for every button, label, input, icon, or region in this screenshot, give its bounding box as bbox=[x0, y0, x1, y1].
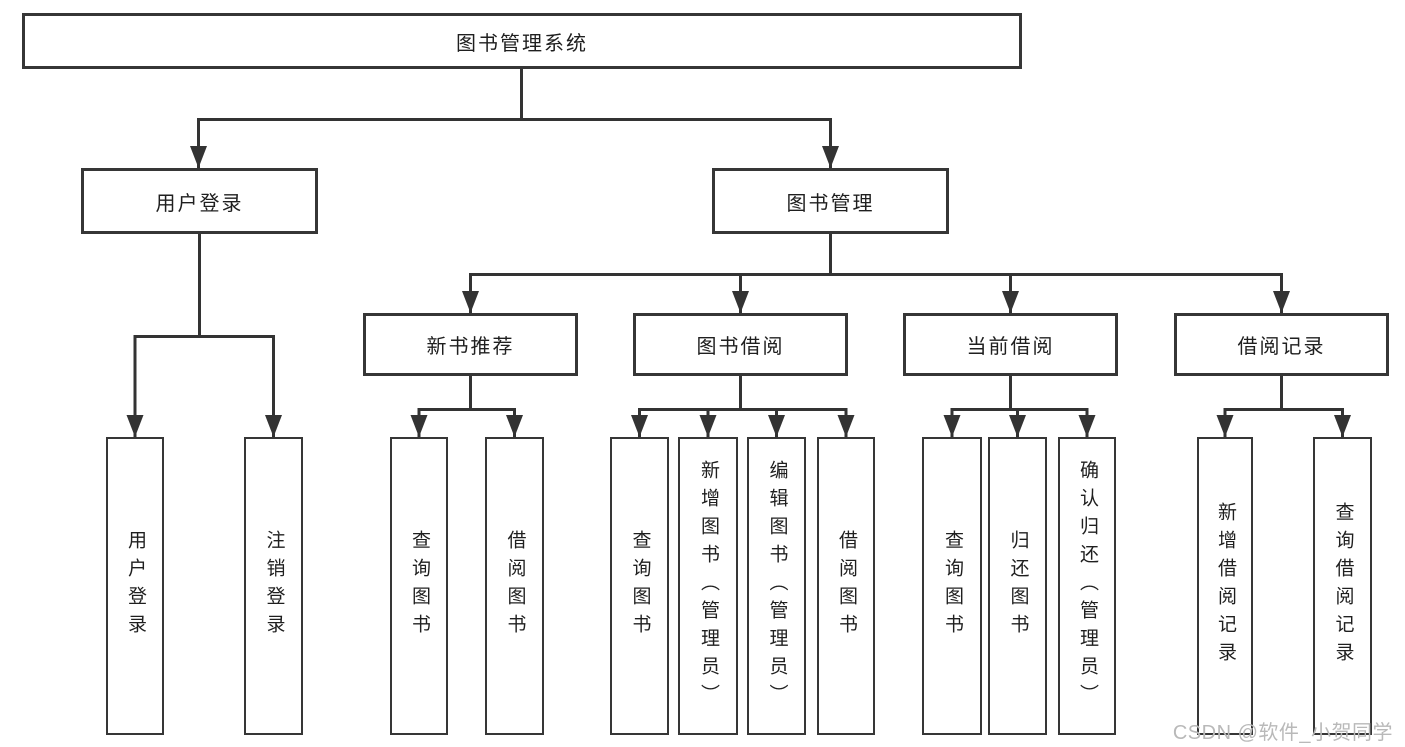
leaf-query-borrow-record: 查询借阅记录 bbox=[1313, 437, 1372, 735]
leaf-query-books-borrow-label: 查询图书 bbox=[629, 530, 651, 642]
leaf-add-borrow-record-label: 新增借阅记录 bbox=[1214, 502, 1236, 670]
leaf-return-books: 归还图书 bbox=[988, 437, 1047, 735]
leaf-add-books-admin: 新增图书（管理员） bbox=[678, 437, 738, 735]
connector-book-borrow-spine bbox=[638, 376, 848, 411]
leaf-logout-label: 注销登录 bbox=[263, 530, 285, 642]
watermark: CSDN @软件_小贺同学 bbox=[1172, 722, 1393, 744]
leaf-edit-books-admin: 编辑图书（管理员） bbox=[747, 437, 806, 735]
leaf-logout: 注销登录 bbox=[244, 437, 303, 735]
connector-new-book-spine bbox=[417, 376, 516, 411]
leaf-query-books-current-label: 查询图书 bbox=[941, 530, 963, 642]
leaf-query-books-recommend: 查询图书 bbox=[390, 437, 448, 735]
leaf-borrow-books-label: 借阅图书 bbox=[835, 530, 857, 642]
leaf-borrow-books-recommend: 借阅图书 bbox=[485, 437, 544, 735]
leaf-edit-books-admin-label: 编辑图书（管理员） bbox=[766, 460, 788, 712]
node-book-borrow: 图书借阅 bbox=[633, 313, 848, 376]
node-user-login: 用户登录 bbox=[81, 168, 318, 234]
node-root: 图书管理系统 bbox=[22, 13, 1022, 69]
connector-borrow-records-spine bbox=[1223, 376, 1344, 411]
node-book-management: 图书管理 bbox=[712, 168, 949, 234]
leaf-confirm-return-admin: 确认归还（管理员） bbox=[1058, 437, 1116, 735]
leaf-add-borrow-record: 新增借阅记录 bbox=[1197, 437, 1253, 735]
connector-current-borrow-spine bbox=[950, 376, 1089, 411]
leaf-return-books-label: 归还图书 bbox=[1007, 530, 1029, 642]
connector-book-management-spine bbox=[469, 234, 1283, 276]
leaf-borrow-books-recommend-label: 借阅图书 bbox=[504, 530, 526, 642]
leaf-query-books-borrow: 查询图书 bbox=[610, 437, 669, 735]
leaf-query-borrow-record-label: 查询借阅记录 bbox=[1332, 502, 1354, 670]
leaf-add-books-admin-label: 新增图书（管理员） bbox=[697, 460, 719, 712]
connector-user-login-spine bbox=[133, 234, 275, 338]
node-borrow-records: 借阅记录 bbox=[1174, 313, 1389, 376]
leaf-borrow-books: 借阅图书 bbox=[817, 437, 875, 735]
leaf-query-books-recommend-label: 查询图书 bbox=[408, 530, 430, 642]
leaf-query-books-current: 查询图书 bbox=[922, 437, 982, 735]
connector-root-spine bbox=[197, 69, 832, 121]
node-current-borrow: 当前借阅 bbox=[903, 313, 1118, 376]
leaf-confirm-return-admin-label: 确认归还（管理员） bbox=[1076, 460, 1098, 712]
leaf-user-login-label: 用户登录 bbox=[124, 530, 146, 642]
leaf-user-login: 用户登录 bbox=[106, 437, 164, 735]
node-new-book-recommend: 新书推荐 bbox=[363, 313, 578, 376]
